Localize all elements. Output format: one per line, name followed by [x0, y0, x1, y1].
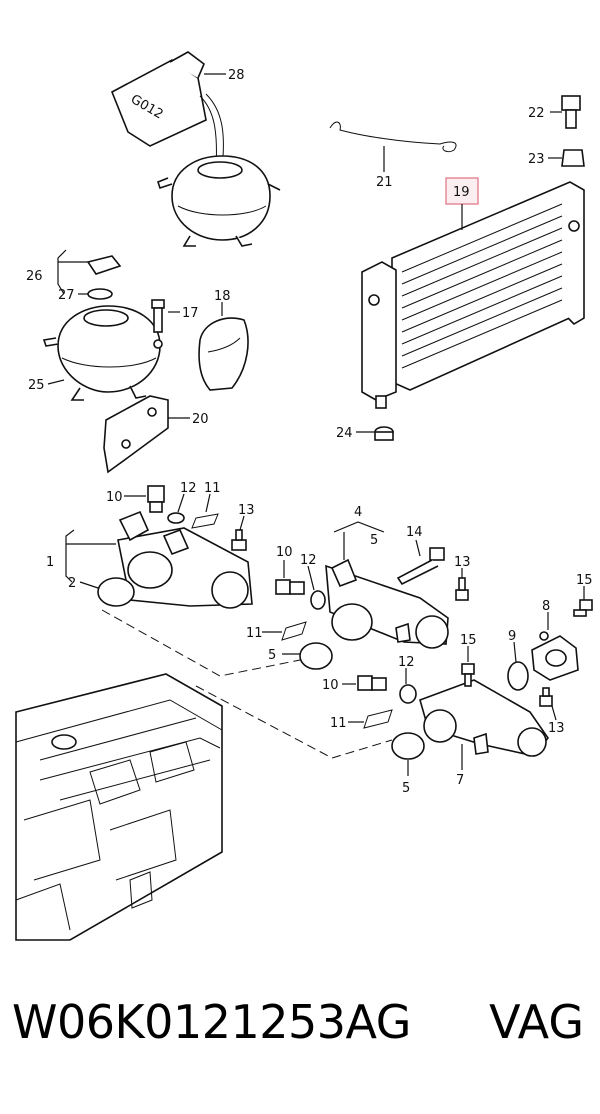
callout-26: 26 [26, 269, 43, 284]
part-number: W06K0121253AG [12, 995, 411, 1049]
callout-12c: 12 [398, 655, 415, 670]
callout-2: 2 [68, 576, 76, 591]
callout-1: 1 [46, 555, 54, 570]
callout-15a: 15 [460, 633, 477, 648]
callout-13b: 13 [454, 555, 471, 570]
gasket-5b-drawing [299, 642, 333, 670]
coolant-flange-middle-drawing [325, 558, 449, 649]
callout-5b: 5 [268, 648, 276, 663]
callout-18: 18 [214, 289, 231, 304]
callout-10c: 10 [322, 678, 339, 693]
callout-25: 25 [28, 378, 45, 393]
callout-21: 21 [376, 175, 393, 190]
callout-10b: 10 [276, 545, 293, 560]
footer: W06K0121253AG VAG [0, 995, 600, 1075]
callout-13c: 13 [548, 721, 565, 736]
callout-4: 4 [354, 505, 362, 520]
expansion-tank-upper-drawing [157, 155, 281, 247]
callout-10a: 10 [106, 490, 123, 505]
callout-14: 14 [406, 525, 423, 540]
callout-11a: 11 [204, 481, 221, 496]
bolt-13c-drawing [539, 687, 553, 707]
bolt-15b-drawing [573, 599, 593, 617]
expansion-tank-lower-drawing [42, 305, 161, 401]
sensor-10b-drawing [275, 579, 305, 595]
callout-9: 9 [508, 629, 516, 644]
seal-9-drawing [507, 661, 529, 691]
callout-5a: 5 [370, 533, 378, 548]
bracket-20-drawing [103, 395, 169, 474]
hose-18-drawing [198, 317, 249, 391]
seal-12c-drawing [399, 684, 417, 704]
callout-20: 20 [192, 412, 209, 427]
seal-12a-drawing [167, 512, 185, 524]
sensor-10a-drawing [147, 485, 165, 513]
clip-11c-drawing [363, 709, 393, 729]
cap-24-drawing [374, 426, 394, 441]
bolt-22-drawing [561, 95, 581, 129]
clip-11a-drawing [191, 513, 219, 529]
coolant-flange-left-drawing [117, 510, 253, 609]
radiator-drawing [361, 181, 585, 409]
gasket-2-drawing [97, 577, 135, 607]
seal-12b-drawing [310, 590, 326, 610]
callout-12b: 12 [300, 553, 317, 568]
callout-15b: 15 [576, 573, 593, 588]
nut-23-drawing [561, 149, 585, 167]
bolt-15a-drawing [461, 663, 475, 687]
bolt-13b-drawing [455, 577, 469, 601]
coolant-flange-right-drawing [419, 679, 549, 757]
gasket-5c-drawing [391, 732, 425, 760]
callout-23: 23 [528, 152, 545, 167]
callout-28: 28 [228, 68, 245, 83]
hose-clip-drawing [329, 121, 457, 153]
callout-7: 7 [456, 773, 464, 788]
callout-11c: 11 [330, 716, 347, 731]
callout-8: 8 [542, 599, 550, 614]
engine-block-drawing [15, 673, 223, 941]
callout-24: 24 [336, 426, 353, 441]
callout-22: 22 [528, 106, 545, 121]
thermostat-housing-8-drawing [531, 631, 579, 681]
coolant-can-drawing: G012 [110, 51, 224, 169]
bolt-13a-drawing [231, 529, 247, 551]
callout-5c: 5 [402, 781, 410, 796]
assembly-line-left [101, 609, 301, 677]
cap-26-drawing [86, 255, 122, 300]
callout-17: 17 [182, 306, 199, 321]
sensor-10c-drawing [357, 675, 387, 691]
callout-12a: 12 [180, 481, 197, 496]
brand-name: VAG [489, 995, 584, 1049]
bolt-17-drawing [151, 299, 165, 349]
bolt-14-drawing [396, 547, 445, 586]
callout-27: 27 [58, 288, 75, 303]
callout-19: 19 [453, 185, 470, 200]
callout-11b: 11 [246, 626, 263, 641]
clip-11b-drawing [281, 621, 307, 641]
callout-13a: 13 [238, 503, 255, 518]
parts-diagram: G012 28 21 22 23 [15, 51, 593, 941]
